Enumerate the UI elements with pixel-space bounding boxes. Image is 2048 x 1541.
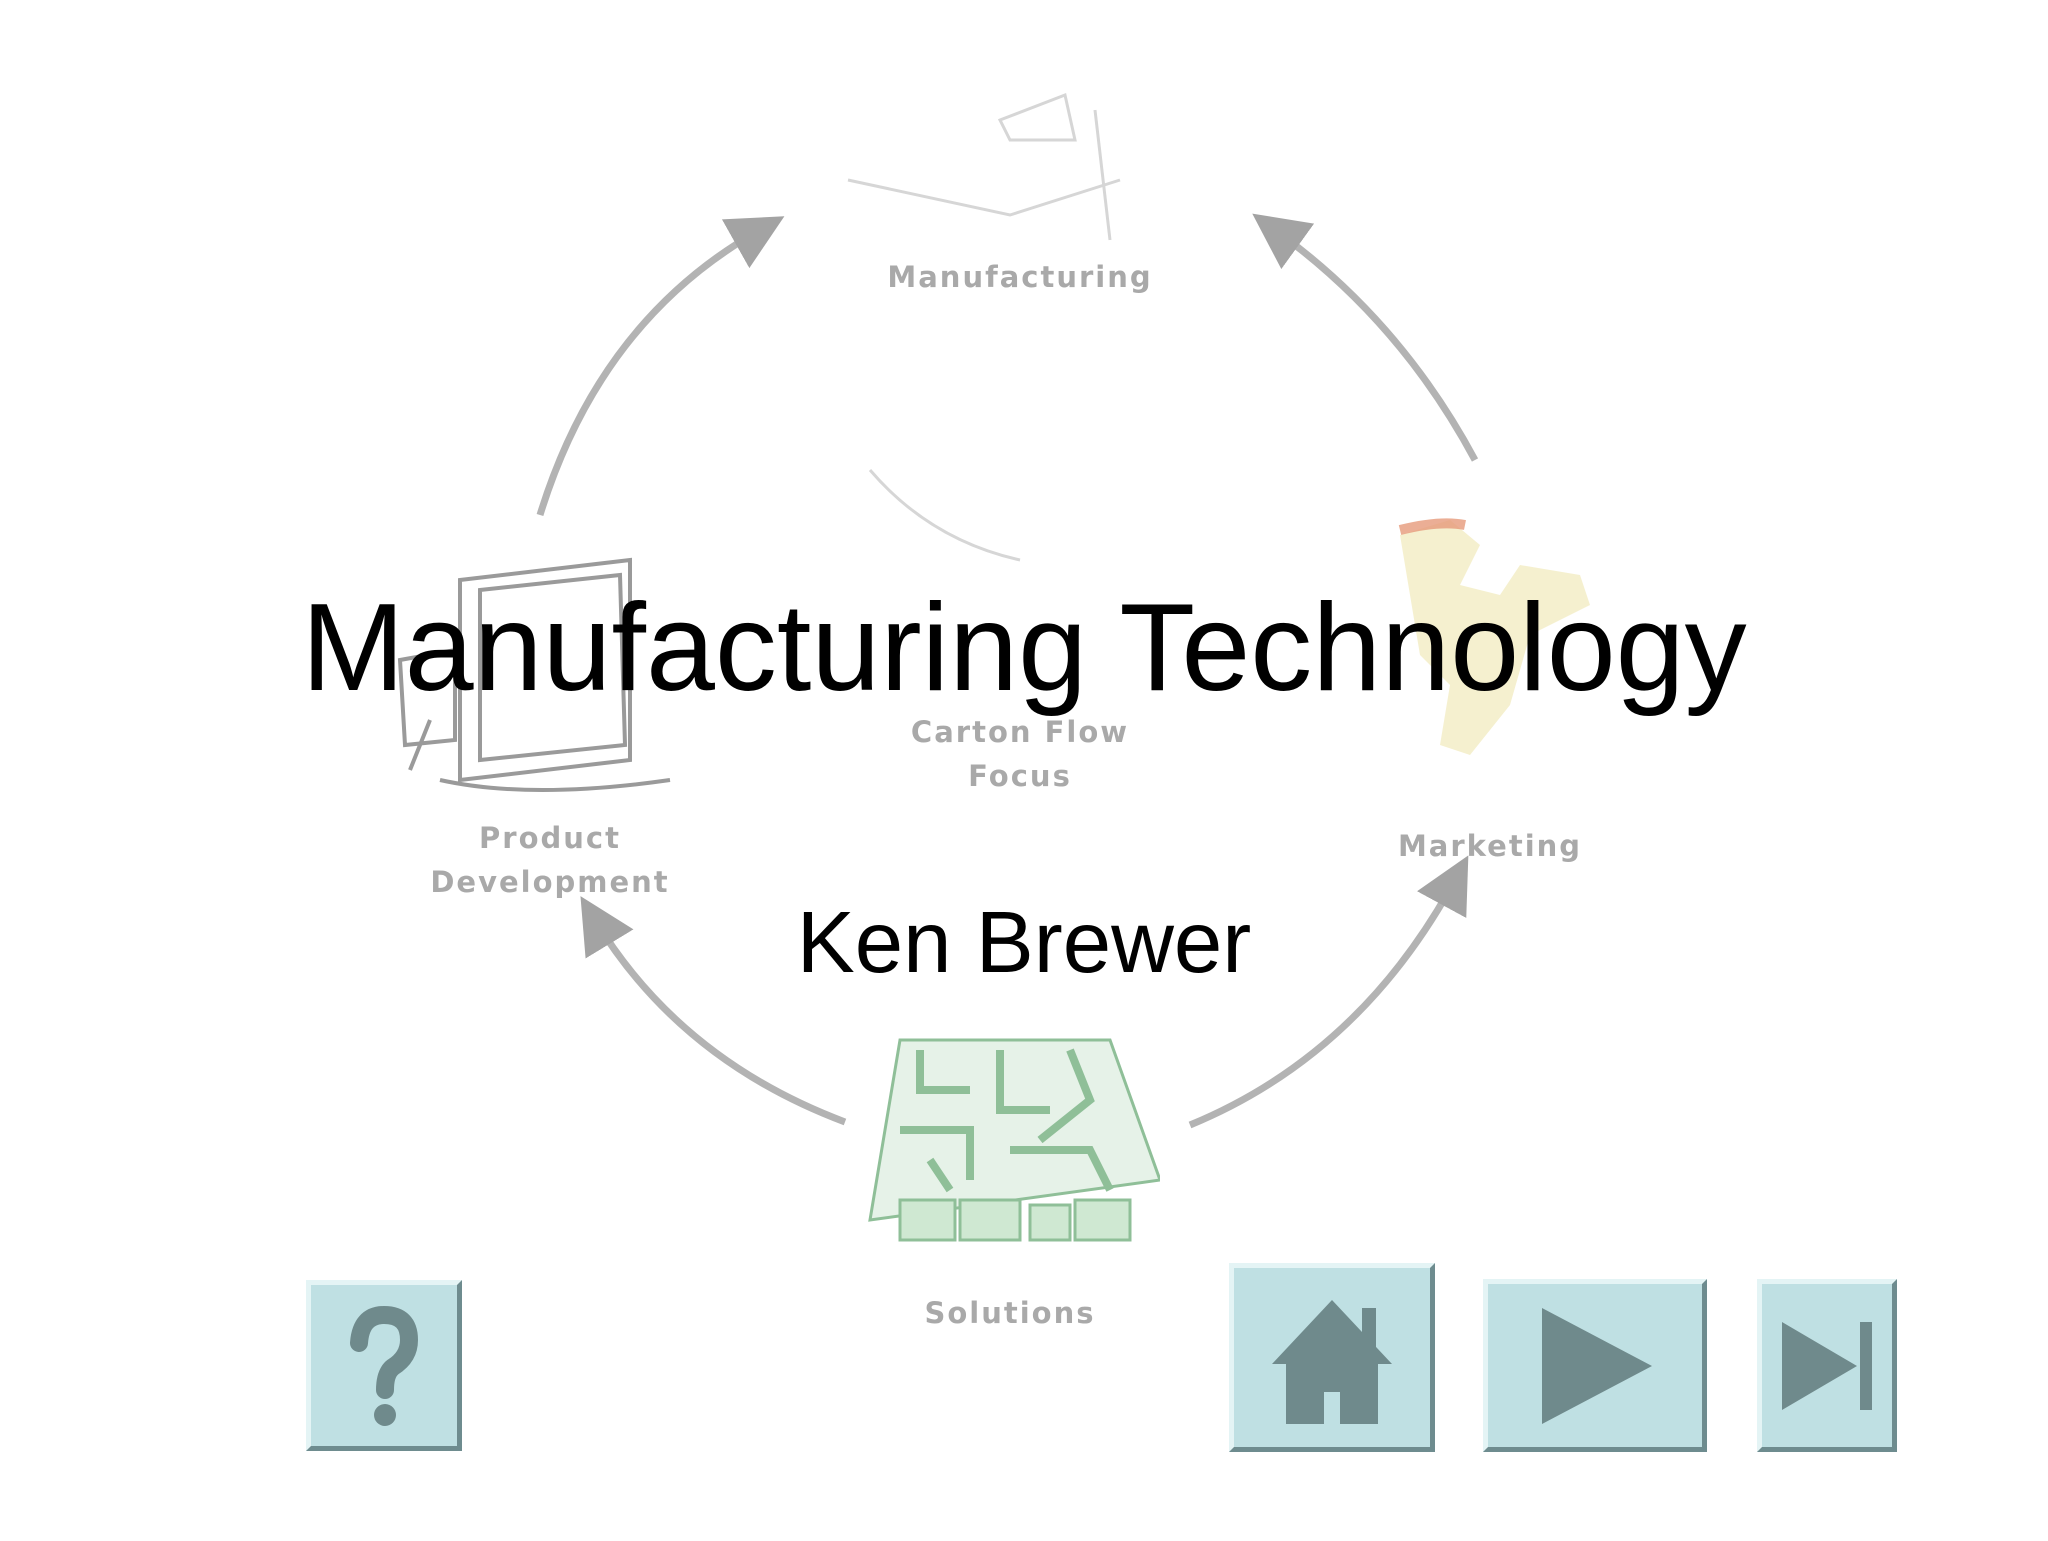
slide-subtitle: Ken Brewer	[796, 894, 1252, 991]
label-marketing: Marketing	[1397, 829, 1583, 863]
label-development: Development	[430, 865, 670, 899]
label-solutions: Solutions	[924, 1296, 1096, 1330]
play-icon	[1542, 1308, 1652, 1424]
arrow-to-manufacturing-right	[1252, 213, 1479, 462]
blueprint-picture	[397, 557, 671, 792]
marketing-picture	[1398, 518, 1590, 755]
maze-picture	[868, 1038, 1160, 1242]
last-slide-button[interactable]	[1757, 1279, 1897, 1452]
arrow-to-manufacturing-left	[536, 216, 785, 517]
slide-title: Manufacturing Technology	[301, 579, 1747, 717]
label-product: Product	[479, 821, 621, 855]
next-slide-button[interactable]	[1483, 1279, 1707, 1452]
help-button[interactable]	[306, 1280, 462, 1451]
label-manufacturing: Manufacturing	[887, 260, 1153, 294]
home-button[interactable]	[1229, 1263, 1435, 1452]
home-icon	[1272, 1300, 1392, 1424]
arrow-to-product	[580, 896, 847, 1126]
label-focus: Focus	[968, 759, 1072, 793]
help-icon	[350, 1305, 419, 1426]
arrow-to-marketing	[1188, 855, 1469, 1129]
label-carton-flow: Carton Flow	[910, 715, 1130, 749]
skip-to-end-icon	[1782, 1322, 1872, 1410]
